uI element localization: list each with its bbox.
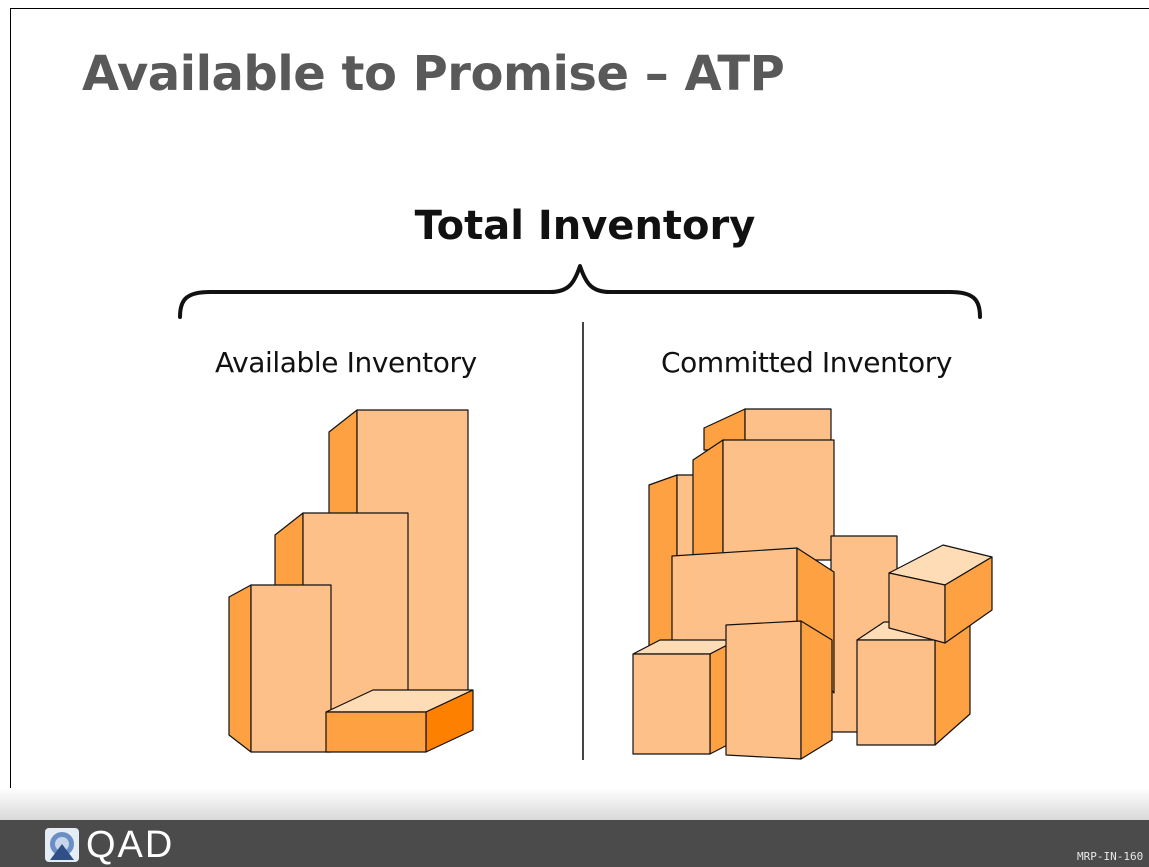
committed-box-front-center [725,620,833,760]
total-inventory-heading: Total Inventory [414,203,756,249]
qad-logo-text: QAD [86,824,175,866]
committed-box-front-right [856,621,971,746]
available-box-flat [325,689,474,753]
available-inventory-label: Available Inventory [215,346,477,379]
slide-title: Available to Promise – ATP [82,46,785,102]
footer-bar [0,820,1149,867]
committed-box-tilted [888,544,993,644]
committed-box-front-left [632,639,738,755]
committed-box-tall [692,439,835,561]
document-code: MRP-IN-160 [1077,850,1144,863]
qad-logo-icon [45,828,79,862]
column-divider [582,322,584,760]
footer-gradient [0,788,1149,820]
slide-frame [10,8,1149,788]
brace-icon [178,264,982,319]
qad-logo: QAD [44,826,174,864]
available-box-front [228,584,332,753]
committed-inventory-label: Committed Inventory [661,346,953,379]
inventory-boxes-illustration [228,408,993,760]
